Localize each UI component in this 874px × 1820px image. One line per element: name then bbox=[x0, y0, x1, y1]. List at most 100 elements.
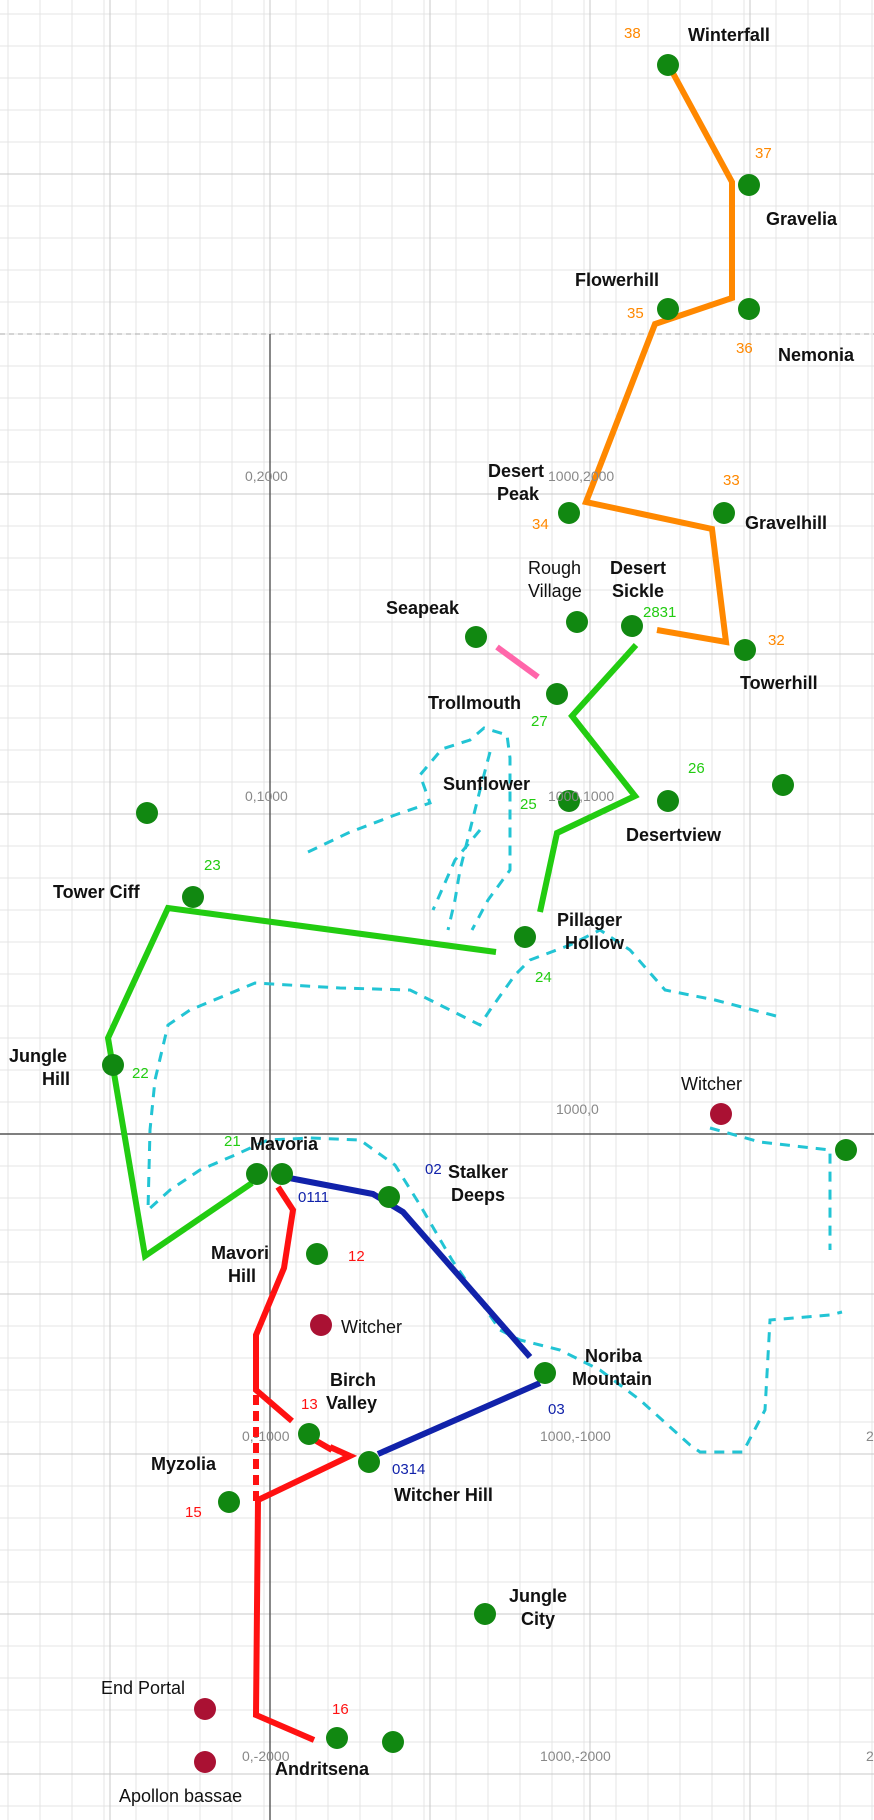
label-gravelia: Gravelia bbox=[766, 209, 838, 229]
coord-label: 0,-2000 bbox=[242, 1748, 290, 1764]
label-towerhill: Towerhill bbox=[740, 673, 818, 693]
node-winterfall[interactable] bbox=[657, 54, 679, 76]
node-mavori-hill[interactable] bbox=[306, 1243, 328, 1265]
coord-label: 1000,0 bbox=[556, 1101, 599, 1117]
node-witcher-hill[interactable] bbox=[358, 1451, 380, 1473]
node-end-portal[interactable] bbox=[194, 1698, 216, 1720]
label-rough-village: Rough bbox=[528, 558, 581, 578]
label-stalker-deeps: Stalker bbox=[448, 1162, 508, 1182]
node-trollmouth[interactable] bbox=[546, 683, 568, 705]
label-mavori-hill: Hill bbox=[228, 1266, 256, 1286]
node-towerhill[interactable] bbox=[734, 639, 756, 661]
label-witcher-mid: Witcher bbox=[341, 1317, 402, 1337]
pink-route bbox=[495, 644, 540, 680]
stop-numbers: 38 37 35 36 34 33 32 2831 27 25 26 23 24… bbox=[132, 25, 785, 1718]
stop-number: 23 bbox=[204, 857, 221, 874]
node-far-east[interactable] bbox=[772, 774, 794, 796]
red-route-south bbox=[252, 1444, 358, 1743]
node-mavoria-b[interactable] bbox=[271, 1163, 293, 1185]
coord-label: 2 bbox=[866, 1428, 874, 1444]
node-desert-sickle[interactable] bbox=[621, 615, 643, 637]
node-flowerhill[interactable] bbox=[657, 298, 679, 320]
label-jungle-hill: Hill bbox=[42, 1069, 70, 1089]
node-noriba-mountain[interactable] bbox=[534, 1362, 556, 1384]
node-witcher-mid[interactable] bbox=[310, 1314, 332, 1336]
label-myzolia: Myzolia bbox=[151, 1454, 217, 1474]
node-seapeak[interactable] bbox=[465, 626, 487, 648]
coord-label: 0,2000 bbox=[245, 468, 288, 484]
node-myzolia[interactable] bbox=[218, 1491, 240, 1513]
label-rough-village: Village bbox=[528, 581, 582, 601]
label-gravelhill: Gravelhill bbox=[745, 513, 827, 533]
node-witcher-ne[interactable] bbox=[710, 1103, 732, 1125]
stop-number: 0111 bbox=[298, 1189, 329, 1206]
label-birch-valley: Valley bbox=[326, 1393, 377, 1413]
cyan-border-path bbox=[431, 829, 482, 911]
label-winterfall: Winterfall bbox=[688, 25, 770, 45]
label-seapeak: Seapeak bbox=[386, 598, 460, 618]
node-nemonia[interactable] bbox=[738, 298, 760, 320]
label-flowerhill: Flowerhill bbox=[575, 270, 659, 290]
label-jungle-hill: Jungle bbox=[9, 1046, 67, 1066]
label-stalker-deeps: Deeps bbox=[451, 1185, 505, 1205]
node-tower-ciff[interactable] bbox=[182, 886, 204, 908]
label-desert-peak: Peak bbox=[497, 484, 540, 504]
node-jungle-hill[interactable] bbox=[102, 1054, 124, 1076]
node-apollon-bassae[interactable] bbox=[194, 1751, 216, 1773]
coord-label: 0,-1000 bbox=[242, 1428, 290, 1444]
stop-number: 37 bbox=[755, 145, 772, 162]
nodes[interactable] bbox=[102, 54, 857, 1773]
coord-label: 1000,1000 bbox=[548, 788, 614, 804]
cyan-border-path bbox=[709, 1126, 832, 1250]
label-witcher-hill: Witcher Hill bbox=[394, 1485, 493, 1505]
stop-number: 13 bbox=[301, 1396, 318, 1413]
label-pillager-hollow: Pillager bbox=[557, 910, 622, 930]
node-gravelhill[interactable] bbox=[713, 502, 735, 524]
label-trollmouth: Trollmouth bbox=[428, 693, 521, 713]
label-desert-sickle: Desert bbox=[610, 558, 666, 578]
label-end-portal: End Portal bbox=[101, 1678, 185, 1698]
coord-label: 1000,2000 bbox=[548, 468, 614, 484]
label-nemonia: Nemonia bbox=[778, 345, 855, 365]
stop-number: 12 bbox=[348, 1248, 365, 1265]
node-andritsena-a[interactable] bbox=[326, 1727, 348, 1749]
node-rough-village[interactable] bbox=[566, 611, 588, 633]
coord-label: 0,1000 bbox=[245, 788, 288, 804]
node-stalker-deeps[interactable] bbox=[378, 1186, 400, 1208]
node-west[interactable] bbox=[136, 802, 158, 824]
node-east-edge[interactable] bbox=[835, 1139, 857, 1161]
node-gravelia[interactable] bbox=[738, 174, 760, 196]
red-route bbox=[253, 1185, 297, 1424]
cyan-border-path bbox=[307, 726, 512, 931]
node-desert-peak[interactable] bbox=[558, 502, 580, 524]
label-apollon-bassae: Apollon bassae bbox=[119, 1786, 242, 1806]
node-pillager-hollow[interactable] bbox=[514, 926, 536, 948]
label-desert-sickle: Sickle bbox=[612, 581, 664, 601]
stop-number: 26 bbox=[688, 760, 705, 777]
node-sunflower[interactable] bbox=[558, 790, 580, 812]
stop-number: 0314 bbox=[392, 1461, 425, 1478]
coord-label: 1000,-1000 bbox=[540, 1428, 611, 1444]
label-mavoria: Mavoria bbox=[250, 1134, 319, 1154]
node-desertview[interactable] bbox=[657, 790, 679, 812]
coord-label: 1000,-2000 bbox=[540, 1748, 611, 1764]
node-mavoria-a[interactable] bbox=[246, 1163, 268, 1185]
place-labels: Winterfall Gravelia Flowerhill Nemonia D… bbox=[9, 25, 855, 1806]
stop-number: 2831 bbox=[643, 604, 676, 621]
node-birch-valley[interactable] bbox=[298, 1423, 320, 1445]
label-andritsena: Andritsena bbox=[275, 1759, 370, 1779]
node-andritsena-b[interactable] bbox=[382, 1731, 404, 1753]
stop-number: 33 bbox=[723, 472, 740, 489]
label-birch-valley: Birch bbox=[330, 1370, 376, 1390]
stop-number: 21 bbox=[224, 1133, 241, 1150]
blue-route-south bbox=[376, 1380, 542, 1457]
stop-number: 15 bbox=[185, 1504, 202, 1521]
node-jungle-city[interactable] bbox=[474, 1603, 496, 1625]
stop-number: 16 bbox=[332, 1701, 349, 1718]
stop-number: 36 bbox=[736, 340, 753, 357]
stop-number: 22 bbox=[132, 1065, 149, 1082]
label-sunflower: Sunflower bbox=[443, 774, 530, 794]
label-noriba-mountain: Mountain bbox=[572, 1369, 652, 1389]
